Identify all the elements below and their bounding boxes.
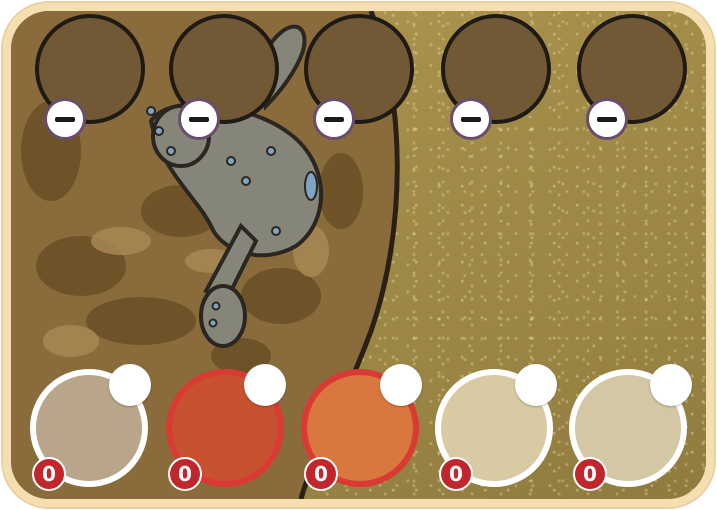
remove-button-5[interactable] — [586, 98, 628, 140]
minus-icon — [461, 116, 481, 122]
add-button-2[interactable] — [244, 364, 286, 406]
add-button-1[interactable] — [109, 364, 151, 406]
count-badge-3: 0 — [304, 457, 338, 491]
minus-icon — [324, 116, 344, 122]
remove-button-1[interactable] — [44, 98, 86, 140]
remove-button-4[interactable] — [450, 98, 492, 140]
top-slot-4[interactable] — [441, 14, 551, 124]
remove-button-3[interactable] — [313, 98, 355, 140]
count-badge-4: 0 — [439, 457, 473, 491]
minus-icon — [189, 116, 209, 122]
count-badge-2: 0 — [168, 457, 202, 491]
minus-icon — [597, 116, 617, 122]
game-board: 0 0 0 0 0 — [3, 3, 714, 507]
top-slot-1[interactable] — [35, 14, 145, 124]
add-button-5[interactable] — [650, 364, 692, 406]
count-badge-1: 0 — [32, 457, 66, 491]
count-badge-5: 0 — [573, 457, 607, 491]
add-button-4[interactable] — [515, 364, 557, 406]
minus-icon — [55, 116, 75, 122]
add-button-3[interactable] — [380, 364, 422, 406]
remove-button-2[interactable] — [178, 98, 220, 140]
